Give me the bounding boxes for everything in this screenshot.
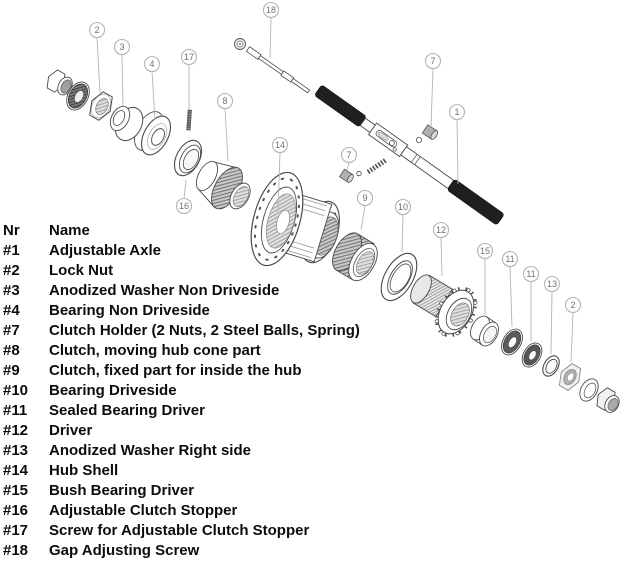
svg-text:2: 2	[94, 25, 99, 35]
svg-text:7: 7	[346, 150, 351, 160]
part-steel-ball-lower	[356, 170, 362, 177]
callout-4: 4	[143, 55, 161, 73]
parts-row-7: #7 Clutch Holder (2 Nuts, 2 Steel Balls,…	[3, 322, 360, 339]
svg-text:3: 3	[119, 42, 124, 52]
svg-text:18: 18	[266, 5, 276, 15]
parts-list: Nr Name #1 Adjustable Axle #2 Lock Nut #…	[3, 221, 423, 561]
callout-1: 1	[448, 103, 466, 121]
parts-row-18: #18 Gap Adjusting Screw	[3, 542, 200, 559]
part-steel-ball-upper	[415, 136, 422, 143]
part-bush-bearing-driver	[470, 315, 499, 347]
callout-11-a: 11	[501, 250, 519, 268]
parts-row-17: #17 Screw for Adjustable Clutch Stopper	[3, 522, 310, 539]
svg-text:7: 7	[430, 56, 435, 66]
parts-row-2: #2 Lock Nut	[3, 262, 114, 279]
part-end-cap-left	[46, 69, 73, 96]
svg-text:2: 2	[570, 300, 575, 310]
callout-leader-lines	[96, 17, 574, 363]
part-clutch-holder-nut-lower	[338, 168, 354, 183]
part-driver	[410, 274, 478, 338]
callout-2-left: 2	[88, 21, 106, 39]
part-end-cap-right	[596, 387, 620, 413]
callout-7-lower: 7	[340, 146, 358, 164]
callout-9: 9	[356, 189, 374, 207]
col-header-nr: Nr	[3, 222, 20, 239]
callout-15: 15	[476, 242, 494, 260]
svg-text:4: 4	[149, 59, 154, 69]
axle-ball	[388, 140, 395, 147]
svg-text:9: 9	[362, 193, 367, 203]
part-clutch-stopper-screw	[186, 109, 192, 131]
part-serrated-washer	[66, 81, 90, 111]
callout-2-right: 2	[564, 296, 582, 314]
part-adjustable-clutch-stopper	[173, 139, 203, 177]
part-washer-right	[579, 378, 599, 402]
parts-row-1: #1 Adjustable Axle	[3, 242, 161, 259]
ratchet-pawl-pins	[434, 288, 478, 336]
callout-14: 14	[271, 136, 289, 154]
parts-row-16: #16 Adjustable Clutch Stopper	[3, 502, 238, 519]
callout-11-b: 11	[522, 265, 540, 283]
callout-18: 18	[262, 1, 280, 19]
part-bearing-driveside	[380, 252, 418, 302]
parts-row-15: #15 Bush Bearing Driver	[3, 482, 195, 499]
svg-text:8: 8	[222, 96, 227, 106]
callout-7-upper: 7	[424, 52, 442, 70]
svg-text:1: 1	[454, 107, 459, 117]
callout-3: 3	[113, 38, 131, 56]
callout-13: 13	[543, 275, 561, 293]
svg-text:15: 15	[480, 246, 490, 256]
parts-row-4: #4 Bearing Non Driveside	[3, 302, 210, 319]
parts-row-8: #8 Clutch, moving hub cone part	[3, 342, 261, 359]
svg-text:16: 16	[179, 201, 189, 211]
part-sealed-bearing-driver-1	[501, 328, 523, 356]
part-clutch-moving	[195, 160, 251, 210]
col-header-name: Name	[49, 222, 90, 239]
svg-text:10: 10	[398, 202, 408, 212]
part-spring	[366, 157, 388, 175]
callout-16: 16	[175, 197, 193, 215]
svg-text:11: 11	[505, 254, 514, 264]
part-anodized-washer-right	[542, 355, 560, 377]
part-adjustable-axle	[315, 85, 504, 225]
callout-17: 17	[180, 48, 198, 66]
callout-12: 12	[432, 221, 450, 239]
part-hub-shell	[250, 171, 340, 267]
part-sealed-bearing-driver-2	[521, 342, 543, 368]
parts-row-10: #10 Bearing Driveside	[3, 382, 177, 399]
parts-list-header: Nr Name	[3, 221, 423, 241]
parts-row-13: #13 Anodized Washer Right side	[3, 442, 251, 459]
svg-text:11: 11	[526, 269, 535, 279]
parts-row-3: #3 Anodized Washer Non Driveside	[3, 282, 280, 299]
callout-8: 8	[216, 92, 234, 110]
part-gap-adjusting-screw	[234, 38, 311, 94]
callout-10: 10	[394, 198, 412, 216]
spoke-holes-left	[253, 177, 301, 261]
part-anodized-washer-non-driveside	[109, 105, 144, 142]
svg-text:13: 13	[547, 279, 557, 289]
part-lock-nut-right	[558, 363, 582, 391]
parts-row-9: #9 Clutch, fixed part for inside the hub	[3, 362, 302, 379]
parts-row-14: #14 Hub Shell	[3, 462, 119, 479]
part-clutch-holder-nut-upper	[421, 124, 439, 140]
part-lock-nut-left	[89, 91, 113, 121]
svg-text:14: 14	[275, 140, 285, 150]
parts-row-12: #12 Driver	[3, 422, 93, 439]
svg-text:12: 12	[436, 225, 446, 235]
part-clutch-fixed	[332, 232, 378, 282]
svg-text:17: 17	[184, 52, 194, 62]
parts-row-11: #11 Sealed Bearing Driver	[3, 402, 205, 419]
